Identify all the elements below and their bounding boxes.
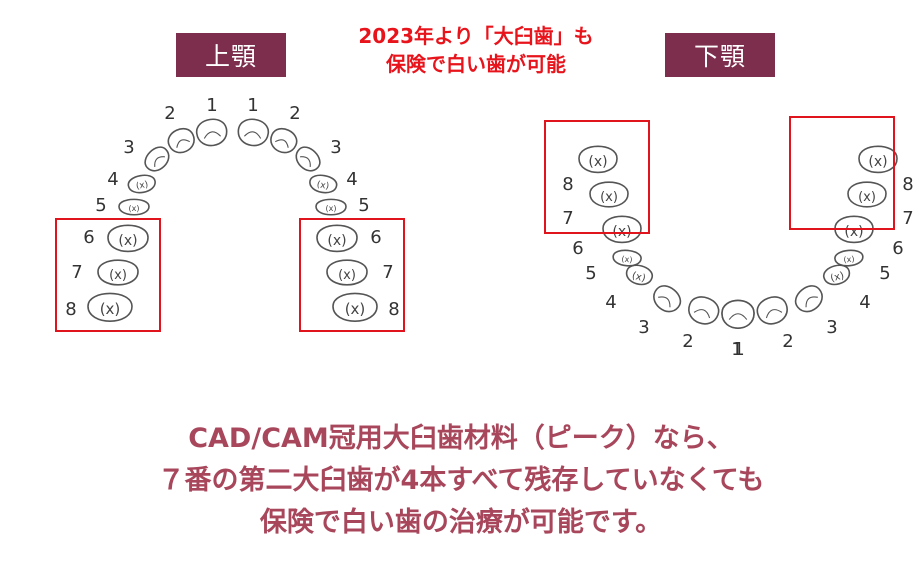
tooth-number-upper-right-6: 6 <box>370 227 381 248</box>
molar-mark-upper-right-5: (x) <box>326 204 337 213</box>
molar-mark-upper-right-6: (x) <box>327 233 346 249</box>
tooth-number-lower-right-6: 6 <box>892 238 903 259</box>
footer-line-3: 保険で白い歯の治療が可能です。 <box>259 507 663 538</box>
tooth-lower-left-3 <box>653 285 682 313</box>
tooth-number-upper-right-8: 8 <box>388 299 399 320</box>
tooth-number-lower-left-7: 7 <box>562 208 573 229</box>
tooth-upper-right-7: (x) <box>326 259 368 286</box>
footer-message: CAD/CAM冠用大臼歯材料（ピーク）なら、 ７番の第二大臼歯が4本すべて残存し… <box>0 418 922 544</box>
tooth-lower-left-6: (x) <box>602 215 642 244</box>
molar-mark-upper-left-6: (x) <box>118 233 137 249</box>
notice-line-2: 保険で白い歯が可能 <box>386 52 566 76</box>
tooth-number-lower-right-1: 1 <box>731 339 742 360</box>
tooth-number-lower-left-6: 6 <box>572 238 583 259</box>
tooth-upper-left-6: (x) <box>107 224 149 253</box>
highlight-box-layer <box>55 116 895 332</box>
tooth-upper-left-7: (x) <box>97 259 139 286</box>
molar-mark-lower-right-8: (x) <box>868 154 887 170</box>
tooth-upper-left-2 <box>167 128 195 154</box>
tooth-upper-left-5: (x) <box>118 198 150 216</box>
tooth-number-lower-left-1: 1 <box>733 339 744 360</box>
tooth-number-lower-right-7: 7 <box>902 208 913 229</box>
tooth-upper-right-8: (x) <box>332 292 378 322</box>
tooth-lower-right-3 <box>794 285 823 313</box>
tooth-lower-right-8: (x) <box>858 145 898 174</box>
tooth-lower-right-4: (x) <box>823 264 850 286</box>
upper-jaw-label: 上顎 <box>176 33 286 77</box>
insurance-notice: 2023年より「大臼歯」も 保険で白い歯が可能 <box>296 22 656 78</box>
tooth-number-lower-right-5: 5 <box>879 263 890 284</box>
molar-mark-upper-left-8: (x) <box>100 300 121 318</box>
tooth-lower-left-5: (x) <box>612 249 642 267</box>
tooth-number-upper-right-5: 5 <box>358 195 369 216</box>
molar-mark-upper-left-4: (x) <box>135 180 149 192</box>
footer-line-2: ７番の第二大臼歯が4本すべて残存していなくても <box>157 465 765 496</box>
molar-mark-lower-right-5: (x) <box>843 255 855 265</box>
tooth-upper-left-1 <box>195 118 228 147</box>
tooth-upper-right-5: (x) <box>315 198 347 216</box>
molar-mark-lower-left-4: (x) <box>631 270 647 284</box>
tooth-upper-right-1 <box>237 118 270 147</box>
teeth-layer: (x) (x) (x) (x) (x) (x) (x) (x) (x) (x) (x) (x) (x) (… <box>87 118 898 329</box>
tooth-upper-right-3 <box>295 146 321 172</box>
tooth-number-upper-left-3: 3 <box>123 137 134 158</box>
molar-mark-lower-left-8: (x) <box>588 154 607 170</box>
tooth-number-upper-right-7: 7 <box>382 262 393 283</box>
upper-left-molars-box <box>55 218 161 332</box>
molar-mark-upper-right-8: (x) <box>345 300 366 318</box>
tooth-number-upper-left-4: 4 <box>107 169 118 190</box>
footer-line-1: CAD/CAM冠用大臼歯材料（ピーク）なら、 <box>188 423 734 454</box>
molar-mark-upper-right-4: (x) <box>316 180 330 192</box>
lower-right-molars-box <box>789 116 895 230</box>
tooth-number-upper-left-2: 2 <box>164 103 175 124</box>
tooth-number-upper-right-4: 4 <box>346 169 357 190</box>
tooth-lower-left-8: (x) <box>578 145 618 174</box>
tooth-number-lower-left-5: 5 <box>585 263 596 284</box>
tooth-number-upper-left-5: 5 <box>95 195 106 216</box>
lower-jaw-label: 下顎 <box>665 33 775 77</box>
notice-line-1: 2023年より「大臼歯」も <box>358 24 594 48</box>
teeth-diagram: (x) (x) (x) (x) (x) (x) (x) (x) (x) (x) (x) (x) (x) (… <box>55 95 914 360</box>
molar-mark-upper-left-7: (x) <box>109 268 127 283</box>
tooth-lower-right-1 <box>721 299 755 329</box>
tooth-number-upper-left-6: 6 <box>83 227 94 248</box>
molar-mark-upper-right-7: (x) <box>338 268 356 283</box>
molar-mark-lower-left-7: (x) <box>600 190 618 205</box>
tooth-lower-right-2 <box>756 296 788 325</box>
molar-mark-lower-right-7: (x) <box>858 190 876 205</box>
tooth-number-upper-left-8: 8 <box>65 299 76 320</box>
tooth-number-lower-left-4: 4 <box>605 292 616 313</box>
tooth-upper-left-4: (x) <box>127 174 156 194</box>
lower-left-molars-box <box>544 120 650 234</box>
tooth-number-lower-left-2: 2 <box>682 331 693 352</box>
tooth-number-upper-right-3: 3 <box>330 137 341 158</box>
upper-right-molars-box <box>299 218 405 332</box>
molar-mark-lower-right-4: (x) <box>829 270 845 284</box>
tooth-lower-right-5: (x) <box>834 249 864 267</box>
tooth-number-lower-right-4: 4 <box>859 292 870 313</box>
molar-mark-lower-left-5: (x) <box>621 255 633 265</box>
tooth-lower-left-2 <box>688 296 720 325</box>
tooth-upper-right-6: (x) <box>316 224 358 253</box>
tooth-number-lower-left-8: 8 <box>562 174 573 195</box>
molar-mark-upper-left-5: (x) <box>129 204 140 213</box>
tooth-number-lower-right-3: 3 <box>826 317 837 338</box>
tooth-number-lower-right-2: 2 <box>782 331 793 352</box>
tooth-number-lower-left-3: 3 <box>638 317 649 338</box>
tooth-upper-right-2 <box>270 128 298 154</box>
tooth-number-upper-left-7: 7 <box>71 262 82 283</box>
tooth-number-upper-right-2: 2 <box>289 103 300 124</box>
tooth-number-lower-right-8: 8 <box>902 174 913 195</box>
tooth-upper-left-8: (x) <box>87 292 133 322</box>
tooth-upper-right-4: (x) <box>309 174 338 194</box>
tooth-lower-right-7: (x) <box>847 181 887 208</box>
tooth-number-upper-right-1: 1 <box>247 95 258 116</box>
tooth-number-upper-left-1: 1 <box>206 95 217 116</box>
molar-mark-lower-right-6: (x) <box>844 224 863 240</box>
tooth-upper-left-3 <box>144 146 170 172</box>
tooth-lower-left-7: (x) <box>589 181 629 208</box>
